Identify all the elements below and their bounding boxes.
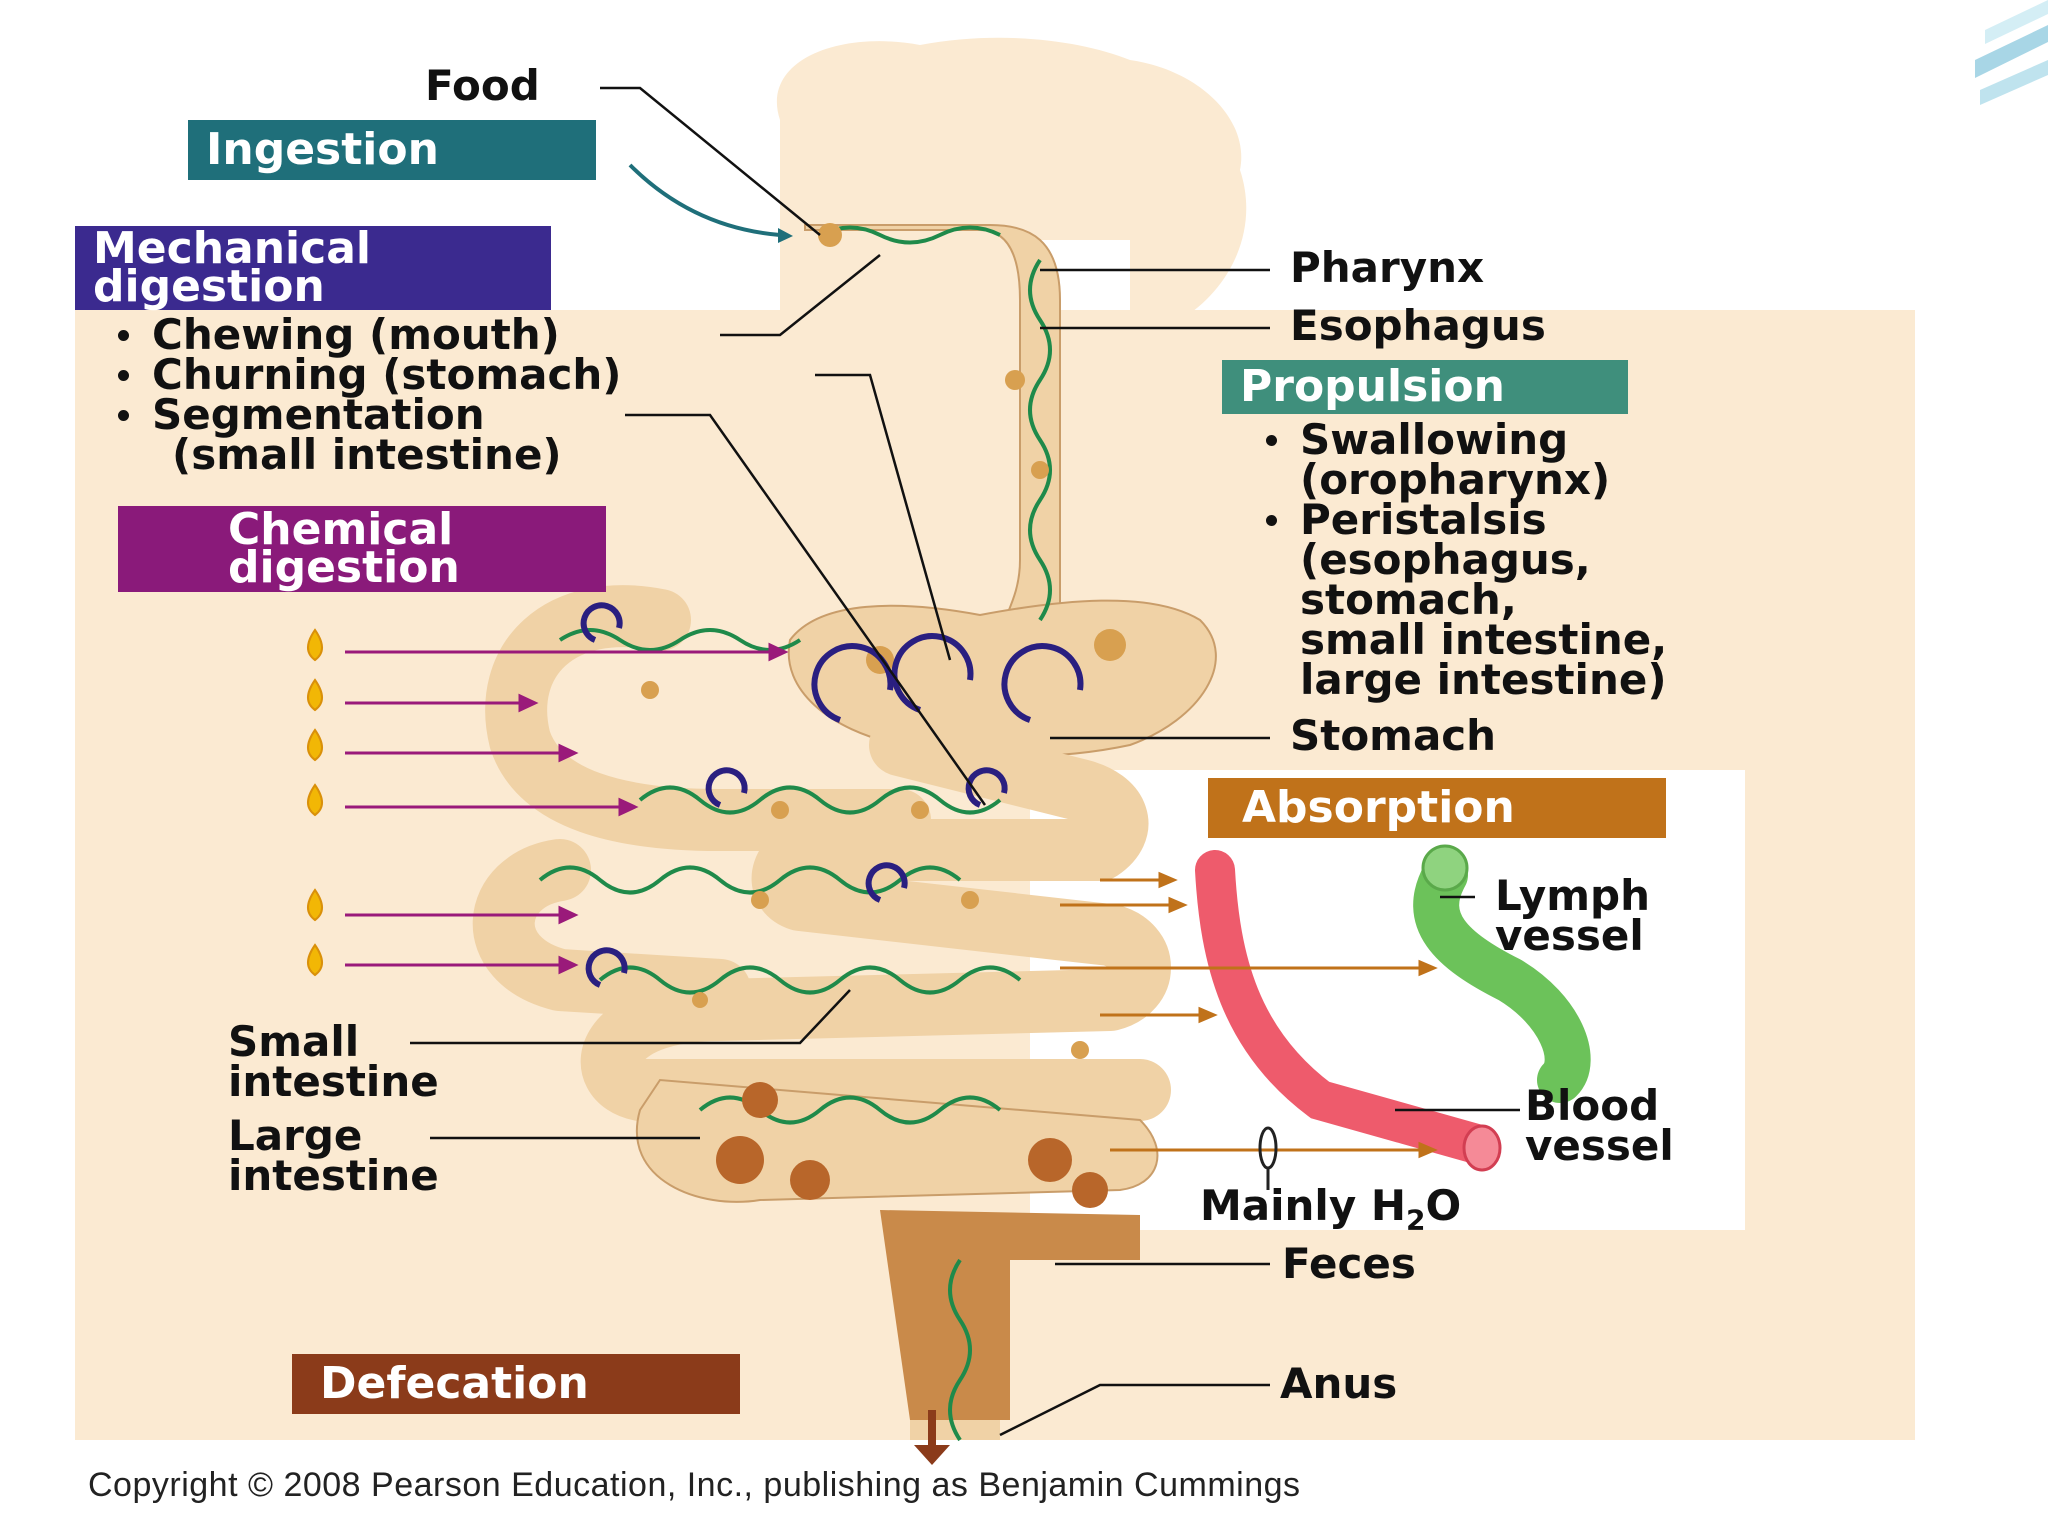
chemical-digestion-line-1: Chemical xyxy=(228,504,454,555)
propulsion-item-peristalsis-note-3: small intestine, xyxy=(1300,615,1668,664)
large-intestine-label-2: intestine xyxy=(228,1151,439,1200)
mainly-h2o-subscript: 2 xyxy=(1405,1203,1426,1237)
small-intestine-label-1: Small xyxy=(228,1017,360,1066)
mechanical-item-churning: Churning (stomach) xyxy=(112,354,621,396)
defecation-label: Defecation xyxy=(320,1358,589,1409)
esophagus-label: Esophagus xyxy=(1290,301,1546,350)
propulsion-list-2: Peristalsis xyxy=(1260,499,1547,541)
anus-label: Anus xyxy=(1280,1359,1398,1408)
blood-vessel-label-2: vessel xyxy=(1525,1121,1674,1170)
defecation-box: Defecation xyxy=(292,1354,740,1414)
large-intestine-label-1: Large xyxy=(228,1111,363,1160)
absorption-arrows xyxy=(1060,871,1438,1159)
stomach-label: Stomach xyxy=(1290,711,1497,760)
leader-lines xyxy=(410,86,1520,1437)
absorption-box: Absorption xyxy=(1208,778,1666,838)
feces-label: Feces xyxy=(1282,1239,1416,1288)
lymph-vessel-label-1: Lymph xyxy=(1495,871,1651,920)
lymph-vessel xyxy=(1413,852,1591,1103)
propulsion-item-swallowing: Swallowing xyxy=(1260,419,1568,461)
propulsion-box: Propulsion xyxy=(1222,360,1628,414)
propulsion-item-peristalsis-note-4: large intestine) xyxy=(1300,655,1667,704)
rectum-shape xyxy=(880,1210,1140,1420)
propulsion-item-peristalsis-note-1: (esophagus, xyxy=(1300,535,1591,584)
blood-vessel xyxy=(1195,850,1500,1165)
mechanical-item-chewing: Chewing (mouth) xyxy=(112,314,621,356)
copyright-notice: Copyright © 2008 Pearson Education, Inc.… xyxy=(88,1466,1301,1504)
blood-vessel-label-1: Blood xyxy=(1525,1081,1660,1130)
pharynx-label: Pharynx xyxy=(1290,243,1485,292)
propulsion-item-swallowing-note: (oropharynx) xyxy=(1300,455,1611,504)
food-label: Food xyxy=(425,61,540,110)
ingestion-box: Ingestion xyxy=(188,120,596,180)
feces-particles xyxy=(716,1082,1108,1208)
corner-decoration xyxy=(1975,0,2048,105)
small-intestine-label-2: intestine xyxy=(228,1057,439,1106)
peristalsis-line-esophagus xyxy=(819,225,1052,622)
peristalsis-line-intestine xyxy=(538,628,1022,1442)
mainly-h2o-prefix: Mainly H xyxy=(1200,1181,1406,1230)
mainly-h2o-label: Mainly H2O xyxy=(1200,1185,1461,1240)
mainly-h2o-suffix: O xyxy=(1425,1181,1462,1230)
mechanical-digestion-list: Chewing (mouth) Churning (stomach) Segme… xyxy=(112,314,621,436)
ingestion-label: Ingestion xyxy=(206,124,439,175)
propulsion-list: Swallowing xyxy=(1260,419,1568,461)
defecation-arrow xyxy=(914,1445,950,1465)
mechanical-digestion-line-2: digestion xyxy=(93,261,325,312)
small-intestine-left-loop xyxy=(472,585,931,1021)
head-silhouette xyxy=(776,37,1247,321)
lymph-vessel-label-2: vessel xyxy=(1495,911,1644,960)
chemical-digestion-line-2: digestion xyxy=(228,542,460,593)
ingestion-arrow xyxy=(628,163,781,237)
mechanical-item-segmentation-note: (small intestine) xyxy=(172,430,562,479)
mechanical-item-segmentation: Segmentation xyxy=(112,394,621,436)
propulsion-item-peristalsis: Peristalsis xyxy=(1260,499,1547,541)
mechanical-digestion-line-1: Mechanical xyxy=(93,223,371,274)
absorption-label: Absorption xyxy=(1242,782,1515,833)
propulsion-item-peristalsis-note-2: stomach, xyxy=(1300,575,1517,624)
mechanical-digestion-box: Mechanical digestion xyxy=(75,226,551,310)
propulsion-label: Propulsion xyxy=(1240,361,1505,412)
chemical-digestion-box: Chemical digestion xyxy=(118,506,606,592)
segmentation-arrows xyxy=(580,602,1084,988)
enzyme-arrows xyxy=(345,642,789,975)
